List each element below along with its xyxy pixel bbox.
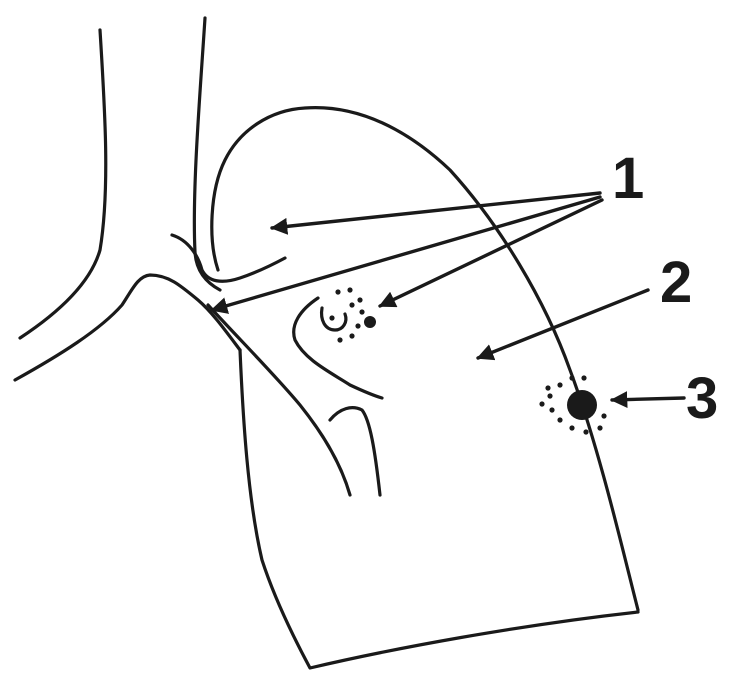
- label-2: 2: [660, 250, 692, 315]
- trachea: [20, 18, 220, 338]
- hilar-lesion: [322, 287, 376, 342]
- arrows-label-1: [212, 193, 602, 310]
- main-bronchus: [15, 275, 240, 380]
- arrow-label-3: [612, 398, 684, 400]
- label-3: 3: [686, 366, 718, 431]
- label-1: 1: [612, 146, 644, 211]
- bronchial-branches: [208, 298, 382, 495]
- peripheral-nodule: [539, 375, 606, 434]
